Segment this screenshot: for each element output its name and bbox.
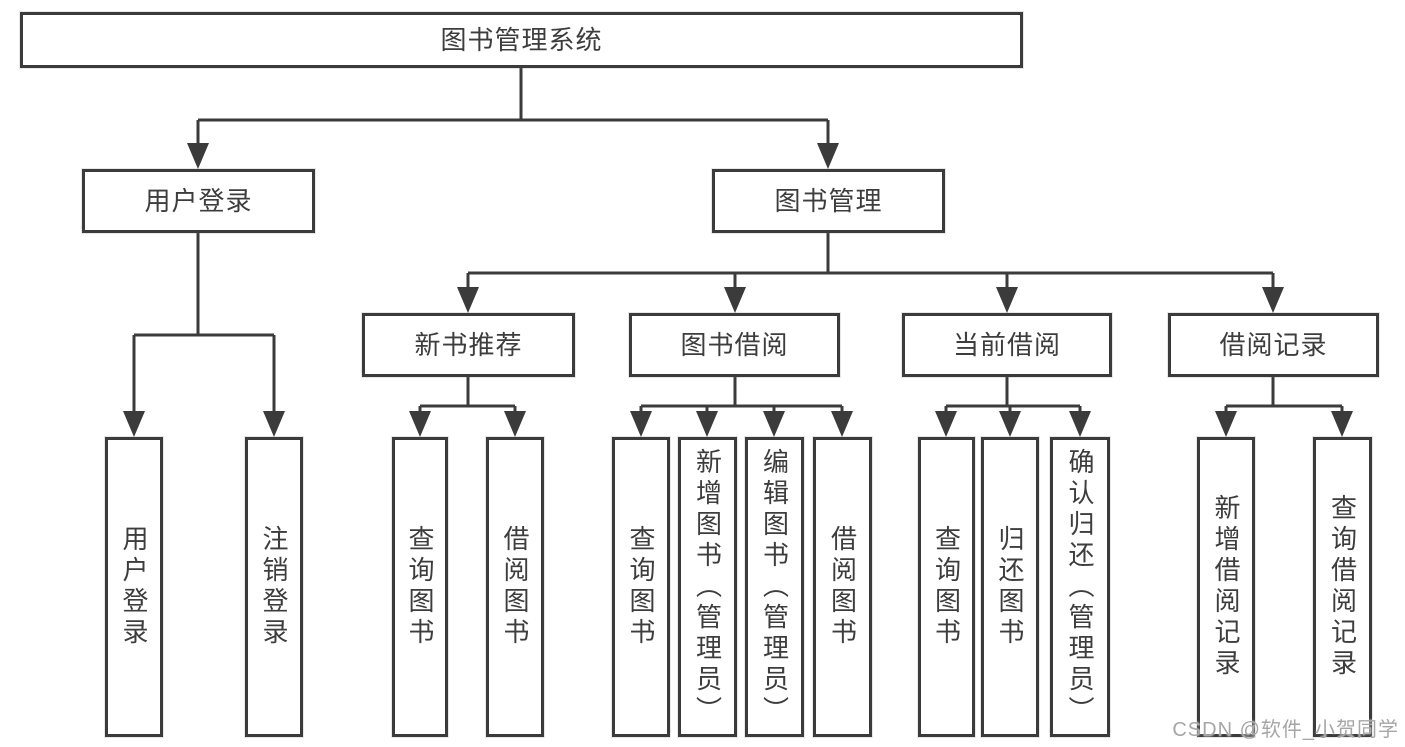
connector-borrow-records-children <box>1215 377 1353 437</box>
leaf-borrow-query-books: 查询图书 <box>612 437 670 737</box>
leaf-query-borrow-record: 查询借阅记录 <box>1313 437 1372 737</box>
connector-current-borrow-children <box>935 377 1091 437</box>
leaf-add-borrow-record: 新增借阅记录 <box>1197 437 1255 737</box>
node-book-management: 图书管理 <box>712 169 945 233</box>
connector-user-login-children <box>123 233 285 437</box>
leaf-edit-books-admin: 编辑图书（管理员） <box>745 437 804 737</box>
csdn-watermark: CSDN @软件_小贺同学 <box>1172 719 1399 741</box>
node-current-borrow: 当前借阅 <box>902 313 1112 377</box>
connector-root-to-level1 <box>187 67 839 169</box>
leaf-confirm-return-admin: 确认归还（管理员） <box>1050 437 1110 737</box>
leaf-add-books-admin: 新增图书（管理员） <box>678 437 737 737</box>
connector-book-borrow-children <box>630 377 853 437</box>
leaf-recommend-query-books: 查询图书 <box>392 437 448 737</box>
connector-book-management-children <box>457 233 1284 313</box>
leaf-borrow-books: 借阅图书 <box>813 437 872 737</box>
leaf-current-query-books: 查询图书 <box>918 437 975 737</box>
leaf-logout: 注销登录 <box>245 437 303 737</box>
node-book-borrow: 图书借阅 <box>629 313 840 377</box>
leaf-return-books: 归还图书 <box>981 437 1039 737</box>
node-borrow-records: 借阅记录 <box>1168 313 1379 377</box>
leaf-user-login: 用户登录 <box>105 437 163 737</box>
node-user-login: 用户登录 <box>82 169 315 233</box>
node-new-book-recommend: 新书推荐 <box>362 313 575 377</box>
leaf-recommend-borrow-books: 借阅图书 <box>486 437 544 737</box>
connector-new-book-recommend-children <box>409 377 526 437</box>
node-library-management-system: 图书管理系统 <box>20 12 1023 68</box>
